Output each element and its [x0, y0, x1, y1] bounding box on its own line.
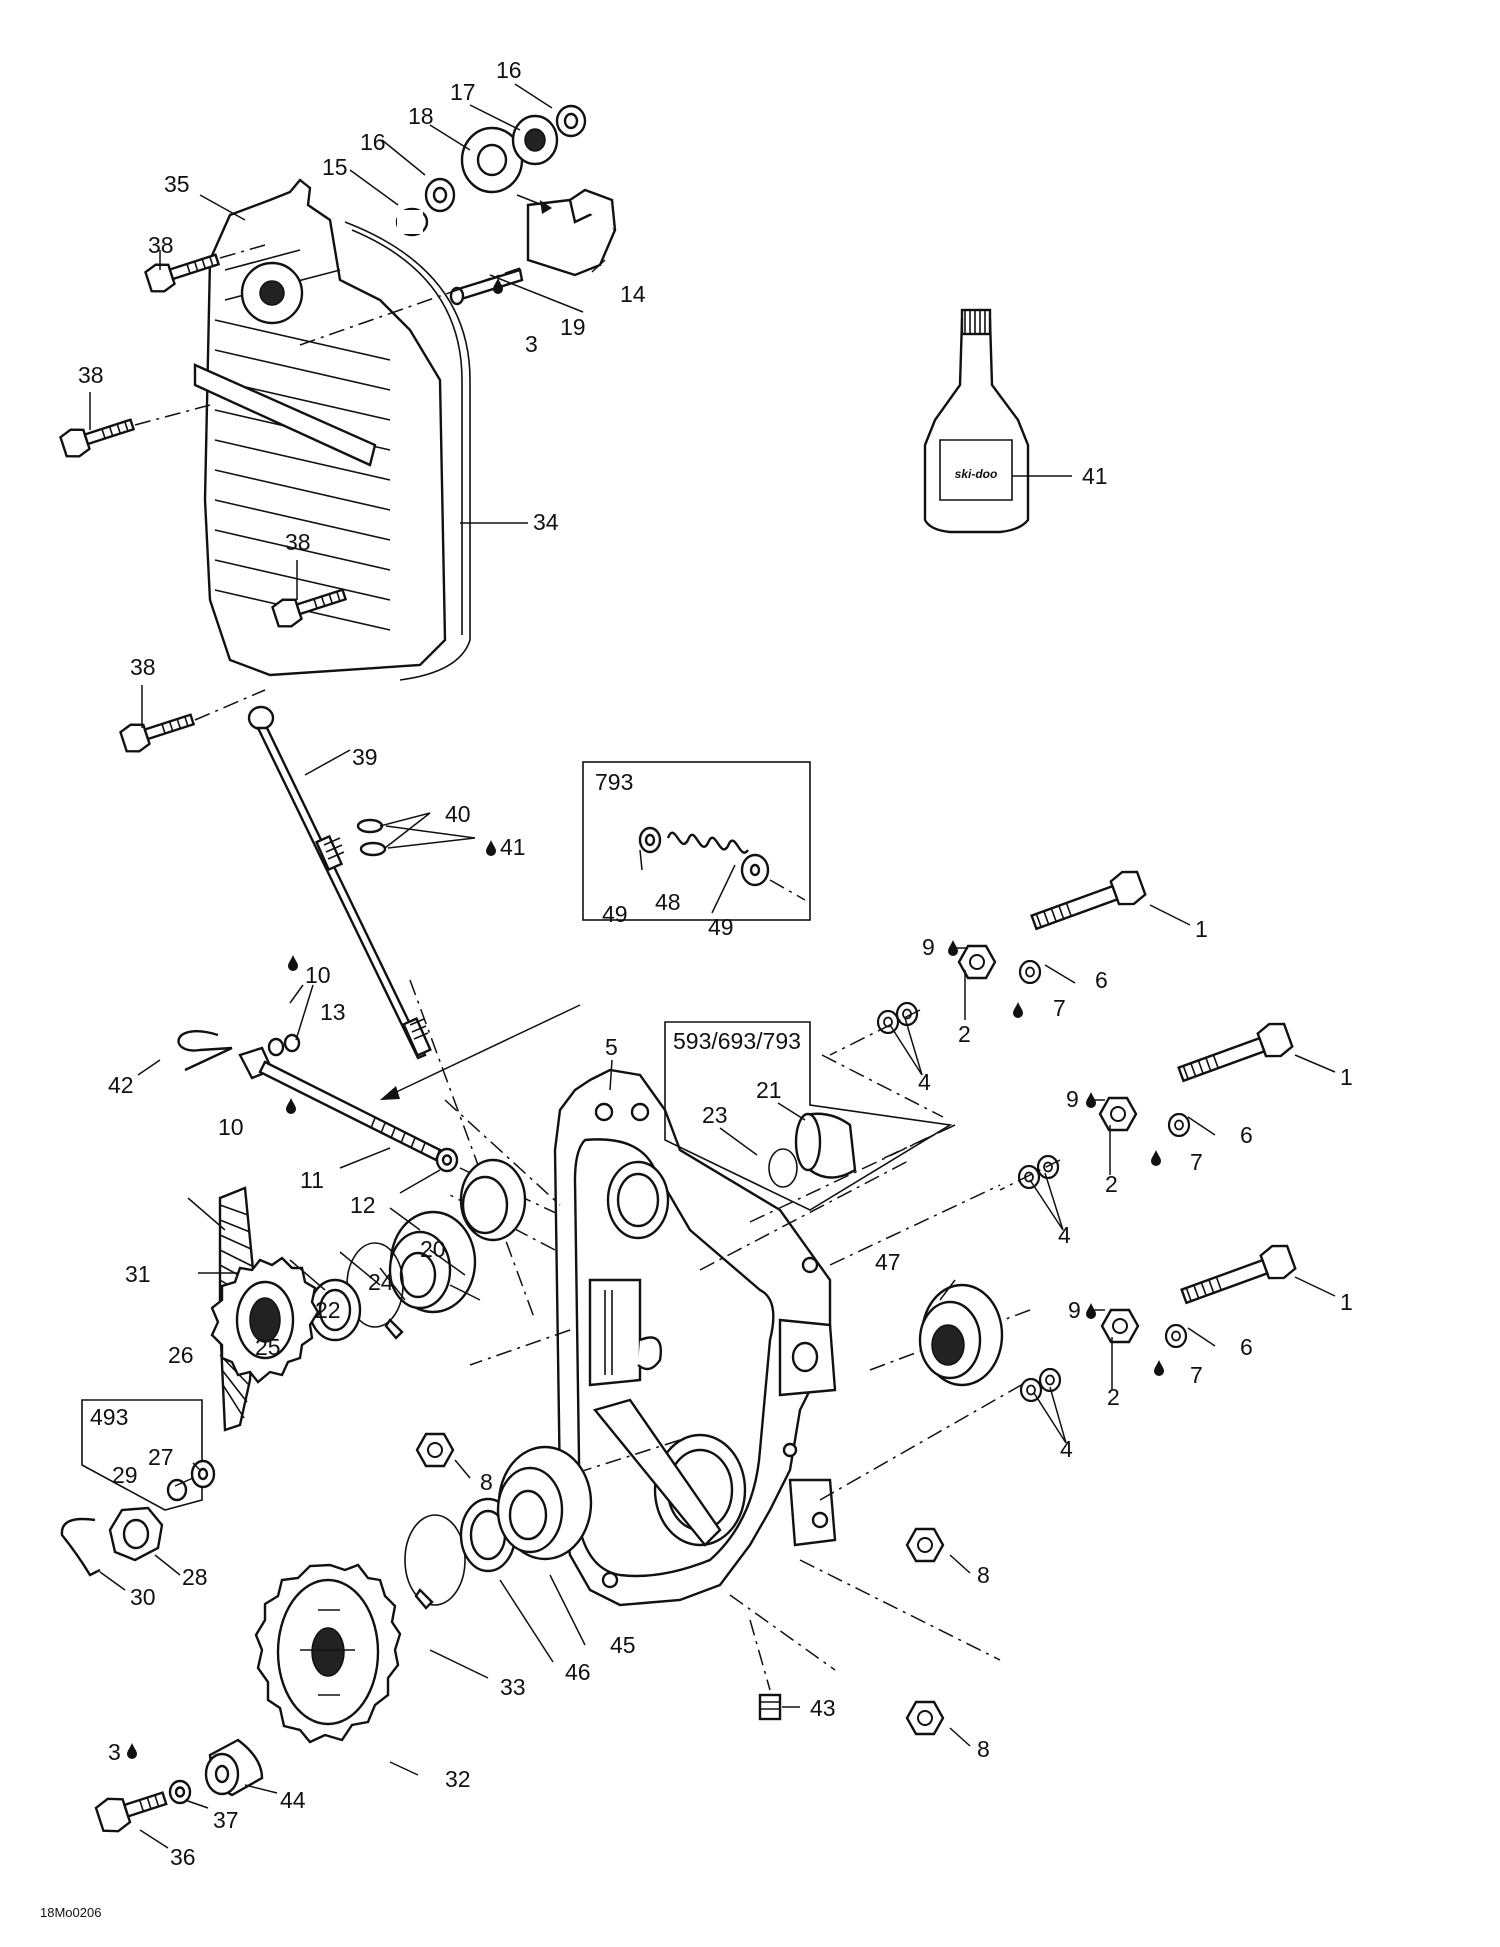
- label-39: 39: [352, 744, 378, 770]
- callout-labels: 16 17 18 16 15 35 38 14 19 3 38 41 34 38…: [40, 57, 1353, 1920]
- label-16: 16: [360, 129, 386, 155]
- label-4: 4: [918, 1069, 931, 1095]
- label-8: 8: [977, 1562, 990, 1588]
- label-9: 9: [922, 934, 935, 960]
- label-35: 35: [164, 171, 190, 197]
- spacer-bolt: [94, 1738, 264, 1833]
- label-10: 10: [305, 962, 331, 988]
- sprocket-32: [254, 1563, 402, 1744]
- label-3: 3: [108, 1739, 121, 1765]
- label-22: 22: [315, 1297, 341, 1323]
- label-41: 41: [1082, 463, 1108, 489]
- label-7: 7: [1190, 1362, 1203, 1388]
- label-17: 17: [450, 79, 476, 105]
- label-41: 41: [500, 834, 526, 860]
- drawing-code: 18Mo0206: [40, 1905, 101, 1920]
- label-6: 6: [1240, 1122, 1253, 1148]
- label-8: 8: [480, 1469, 493, 1495]
- label-25: 25: [255, 1334, 281, 1360]
- oil-seal-47: [918, 1283, 1004, 1387]
- label-34: 34: [533, 509, 559, 535]
- castle-nut: [60, 1506, 164, 1577]
- adjuster-screw: [177, 1004, 581, 1216]
- label-13: 13: [320, 999, 346, 1025]
- kit-box-593-693-793: 593/693/793: [664, 1021, 953, 1211]
- label-49: 49: [602, 901, 628, 927]
- label-38: 38: [130, 654, 156, 680]
- label-36: 36: [170, 1844, 196, 1870]
- label-9: 9: [1068, 1297, 1081, 1323]
- label-6: 6: [1240, 1334, 1253, 1360]
- label-4: 4: [1058, 1222, 1071, 1248]
- label-11: 11: [300, 1167, 324, 1193]
- label-20: 20: [420, 1236, 446, 1262]
- label-2: 2: [958, 1021, 971, 1047]
- label-40: 40: [445, 801, 471, 827]
- label-38: 38: [285, 529, 311, 555]
- box-label-593: 593/693/793: [673, 1028, 801, 1054]
- chaincase: [409, 979, 1031, 1691]
- label-38: 38: [148, 232, 174, 258]
- label-3: 3: [525, 331, 538, 357]
- label-23: 23: [702, 1102, 728, 1128]
- label-31: 31: [125, 1261, 151, 1287]
- label-4: 4: [1060, 1436, 1073, 1462]
- label-18: 18: [408, 103, 434, 129]
- label-5: 5: [605, 1034, 618, 1060]
- label-12: 12: [350, 1192, 376, 1218]
- box-label-793: 793: [595, 769, 633, 795]
- bearing-45: [404, 1445, 593, 1610]
- label-24: 24: [368, 1269, 394, 1295]
- label-8: 8: [977, 1736, 990, 1762]
- label-2: 2: [1105, 1171, 1118, 1197]
- label-14: 14: [620, 281, 646, 307]
- drain-plug: [758, 1693, 782, 1721]
- kit-box-493: 493: [81, 1399, 216, 1511]
- label-49: 49: [708, 914, 734, 940]
- label-43: 43: [810, 1695, 836, 1721]
- kit-box-793: 793: [582, 761, 811, 921]
- label-10: 10: [218, 1114, 244, 1140]
- label-15: 15: [322, 154, 348, 180]
- label-6: 6: [1095, 967, 1108, 993]
- label-33: 33: [500, 1674, 526, 1700]
- nut-8: [415, 1432, 455, 1468]
- label-45: 45: [610, 1632, 636, 1658]
- label-27: 27: [148, 1444, 174, 1470]
- leader-lines: [89, 83, 1336, 1849]
- tensioner-parts: [299, 104, 617, 346]
- label-44: 44: [280, 1787, 306, 1813]
- label-1: 1: [1340, 1064, 1353, 1090]
- label-42: 42: [108, 1072, 134, 1098]
- sprocket-26: [210, 1256, 320, 1384]
- label-2: 2: [1107, 1384, 1120, 1410]
- label-1: 1: [1195, 916, 1208, 942]
- oil-bottle: ski-doo: [923, 308, 1072, 534]
- label-30: 30: [130, 1584, 156, 1610]
- chaincase-cover: [193, 178, 471, 681]
- dipstick: [247, 705, 432, 1060]
- label-1: 1: [1340, 1289, 1353, 1315]
- label-16: 16: [496, 57, 522, 83]
- box-label-493: 493: [90, 1404, 128, 1430]
- label-38: 38: [78, 362, 104, 388]
- label-9: 9: [1066, 1086, 1079, 1112]
- label-19: 19: [560, 314, 586, 340]
- right-fasteners: [821, 870, 1297, 1402]
- bottle-brand: ski-doo: [955, 467, 998, 481]
- label-7: 7: [1053, 995, 1066, 1021]
- label-28: 28: [182, 1564, 208, 1590]
- bearing-24: [308, 1158, 527, 1342]
- label-21: 21: [756, 1077, 782, 1103]
- label-46: 46: [565, 1659, 591, 1685]
- label-29: 29: [112, 1462, 138, 1488]
- label-7: 7: [1190, 1149, 1203, 1175]
- label-47: 47: [875, 1249, 901, 1275]
- label-26: 26: [168, 1342, 194, 1368]
- label-32: 32: [445, 1766, 471, 1792]
- cover-bolt: [59, 244, 348, 753]
- label-48: 48: [655, 889, 681, 915]
- label-37: 37: [213, 1807, 239, 1833]
